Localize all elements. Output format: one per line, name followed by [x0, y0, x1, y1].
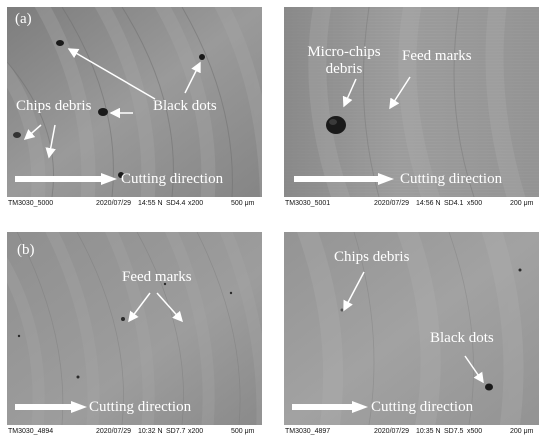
- sem-image-panel-b-right: Chips debris Black dots Cutting directio…: [284, 232, 539, 425]
- annotation-label: Black dots: [430, 330, 494, 346]
- sem-info-bar: TM3030_4897 2020/07/29 10:35 N SD7.5 x50…: [284, 425, 539, 439]
- sem-image-panel-a-left: (a) Chips debris Black dots Cutting dire…: [7, 7, 262, 197]
- cutting-direction-label: Cutting direction: [89, 399, 192, 415]
- annotation-label: Feed marks: [122, 269, 192, 285]
- sem-surface-texture: [284, 232, 539, 425]
- annotation-label: Micro-chips debris: [307, 44, 381, 77]
- black-dot: [17, 334, 21, 338]
- cutting-direction-label: Cutting direction: [121, 171, 224, 187]
- black-dot: [229, 291, 233, 295]
- sem-surface-texture: [7, 232, 262, 425]
- sem-image-panel-a-right: Micro-chips debris Feed marks Cutting di…: [284, 7, 539, 197]
- black-dot: [98, 108, 108, 116]
- chip-debris: [13, 132, 21, 138]
- black-dot: [199, 54, 205, 60]
- black-dot: [76, 375, 80, 379]
- sem-image-panel-b-left: (b) Feed marks Cutting direction: [7, 232, 262, 425]
- black-dot: [163, 282, 167, 286]
- annotation-label: Feed marks: [402, 48, 472, 64]
- annotation-label: Black dots: [153, 98, 217, 114]
- annotation-label: Chips debris: [16, 98, 92, 114]
- sem-info-bar: TM3030_5001 2020/07/29 14:56 N SD4.1 x50…: [284, 197, 539, 211]
- cutting-direction-label: Cutting direction: [400, 171, 503, 187]
- sem-info-bar: TM3030_4894 2020/07/29 10:32 N SD7.7 x20…: [7, 425, 262, 439]
- cutting-direction-label: Cutting direction: [371, 399, 474, 415]
- black-dot: [56, 40, 64, 46]
- micro-chips-debris: [326, 116, 346, 134]
- panel-label: (b): [17, 242, 35, 258]
- chip-debris: [340, 308, 344, 312]
- sem-info-bar: TM3030_5000 2020/07/29 14:55 N SD4.4 x20…: [7, 197, 262, 211]
- annotation-label: Chips debris: [334, 249, 410, 265]
- black-dot: [118, 172, 124, 178]
- black-dot: [121, 317, 125, 321]
- black-dot: [485, 383, 493, 391]
- black-dot: [518, 268, 522, 272]
- sem-surface-texture: [284, 7, 539, 197]
- panel-label: (a): [15, 11, 32, 27]
